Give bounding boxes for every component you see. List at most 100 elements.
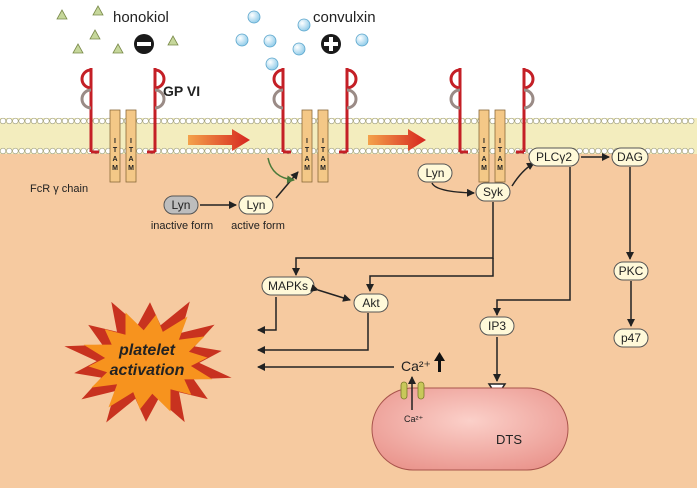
lipid-head	[74, 147, 81, 155]
lipid-head	[471, 147, 478, 155]
lipid-head	[607, 117, 614, 125]
lipid-head	[681, 117, 689, 125]
lipid-head	[675, 117, 682, 125]
lipid-head	[235, 147, 242, 155]
lipid-head	[415, 147, 422, 155]
lipid-head	[557, 117, 565, 125]
lipid-head	[508, 117, 515, 125]
lyn-bound-label: Lyn	[426, 166, 445, 180]
lipid-head	[179, 117, 186, 125]
lipid-head	[564, 117, 571, 125]
lyn-inactive-node	[163, 195, 199, 215]
transition-arrow-2	[368, 129, 426, 151]
lipid-head	[433, 117, 441, 125]
honokiol-triangle-icon	[112, 43, 124, 54]
itam-letter: M	[304, 165, 310, 172]
lipid-head	[247, 147, 255, 155]
pkc-label: PKC	[619, 264, 644, 278]
lipid-head	[365, 117, 372, 125]
itam-letter: A	[320, 156, 325, 163]
lipid-head	[582, 147, 589, 155]
lipid-head	[12, 117, 19, 125]
lipid-head	[619, 117, 627, 125]
fcr-gamma-chain	[478, 109, 490, 183]
calcium-increase-icon	[434, 352, 445, 372]
fcr-gamma-chain	[494, 109, 506, 183]
lipid-head	[588, 117, 596, 125]
itam-letter: I	[322, 138, 324, 145]
itam-letter: A	[304, 156, 309, 163]
lipid-head	[607, 147, 614, 155]
lyn-bound-node	[417, 163, 453, 183]
lipid-head	[6, 147, 13, 155]
activate-icon	[321, 34, 341, 54]
itam-letter: T	[305, 147, 310, 154]
itam-letter: T	[498, 147, 503, 154]
syk-to-mapks-arrow	[292, 202, 494, 276]
lipid-head	[415, 117, 422, 125]
lipid-head	[669, 117, 676, 125]
lipid-head	[427, 147, 434, 155]
honokiol-triangle-icon	[167, 35, 179, 46]
lipid-head	[464, 117, 472, 125]
lipid-head	[99, 117, 106, 125]
lipid-head	[74, 117, 81, 125]
lipid-head	[452, 117, 459, 125]
lyn-inactive-label: Lyn	[172, 198, 191, 212]
lipid-head	[427, 117, 434, 125]
lipid-head	[198, 117, 205, 125]
p47-label: p47	[621, 331, 641, 345]
plcg2-to-ip3-arrow	[493, 167, 571, 316]
gpvi-ig-loop	[346, 68, 358, 90]
fcr-gamma-chain	[301, 109, 313, 183]
lipid-head	[539, 117, 546, 125]
lipid-head	[192, 117, 199, 125]
mapks-akt-link	[310, 284, 351, 302]
honokiol-label: honokiol	[113, 9, 169, 26]
convulxin-bubble-icon	[263, 34, 277, 48]
lipid-head	[601, 117, 608, 125]
lipid-head	[508, 147, 515, 155]
cytoplasm	[0, 130, 697, 488]
dts-label: DTS	[496, 432, 522, 447]
akt-node	[353, 293, 389, 313]
lipid-head	[179, 147, 186, 155]
lipid-head	[260, 147, 267, 155]
itam-letter: T	[113, 147, 118, 154]
calcium-channel-left	[400, 381, 408, 400]
lipid-head	[241, 117, 248, 125]
lipid-head	[173, 147, 180, 155]
gpvi-ig-loop	[80, 68, 92, 90]
lipid-head	[409, 117, 416, 125]
gpvi-ig-loop	[449, 88, 461, 110]
lipid-head	[582, 117, 589, 125]
lipid-head	[0, 147, 7, 155]
gpvi-ig-loop	[449, 68, 461, 90]
itam-letter: A	[497, 156, 502, 163]
lipid-head	[266, 117, 273, 125]
lipid-head	[30, 147, 38, 155]
convulxin-label: convulxin	[313, 9, 376, 26]
lipid-head	[644, 117, 651, 125]
lipid-head	[371, 117, 379, 125]
platelet-activation-line2: activation	[110, 362, 185, 379]
lipid-head	[142, 117, 149, 125]
lipid-head	[167, 147, 174, 155]
lipid-head	[192, 147, 199, 155]
lipid-head	[80, 117, 87, 125]
lipid-head	[334, 117, 341, 125]
transition-arrow-1	[188, 129, 250, 151]
lipid-head	[390, 117, 397, 125]
lipid-head	[254, 117, 261, 125]
lipid-head	[55, 117, 62, 125]
lipid-head	[384, 117, 391, 125]
lipid-head	[216, 117, 224, 125]
itam-letter: T	[321, 147, 326, 154]
itam-letter: T	[129, 147, 134, 154]
lipid-head	[452, 147, 459, 155]
lipid-head	[223, 117, 230, 125]
honokiol-triangle-icon	[72, 43, 84, 54]
